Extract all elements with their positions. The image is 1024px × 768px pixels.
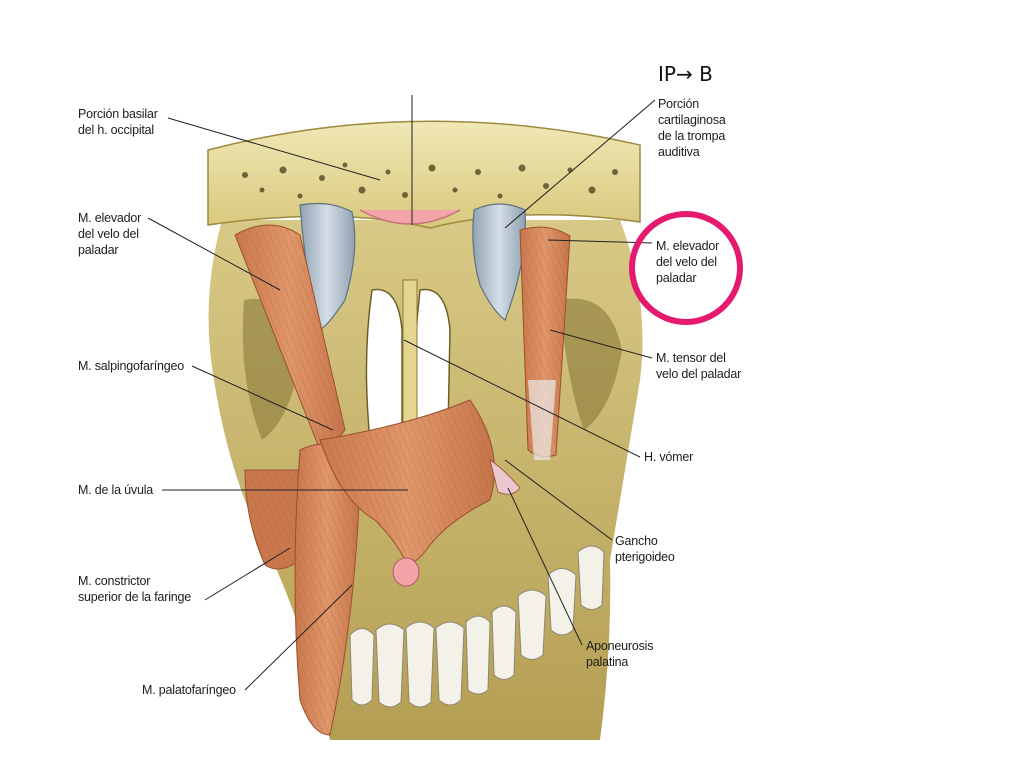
label-constrictor: M. constrictor superior de la faringe xyxy=(78,574,192,604)
leader-lines xyxy=(147,95,656,691)
highlight-circle xyxy=(629,211,743,325)
label-palatofaringeo: M. palatofaríngeo xyxy=(142,683,236,697)
label-elevador-velo-left: M. elevador del velo del paladar xyxy=(78,211,142,257)
label-gancho: Gancho pterigoideo xyxy=(615,534,675,564)
label-aponeurosis: Aponeurosis palatina xyxy=(586,639,654,669)
slide-heading: IP→ B xyxy=(658,62,713,86)
label-tensor: M. tensor del velo del paladar xyxy=(656,351,742,381)
label-porcion-cartilaginosa: Porción cartilaginosa de la trompa audit… xyxy=(658,97,726,159)
label-salpingofaringeo: M. salpingofaríngeo xyxy=(78,359,184,373)
label-elevador-velo-right: M. elevador del velo del paladar xyxy=(656,239,720,285)
label-porcion-basilar: Porción basilar del h. occipital xyxy=(78,107,158,137)
teeth xyxy=(349,545,605,708)
label-uvula: M. de la úvula xyxy=(78,483,154,497)
label-vomer: H. vómer xyxy=(644,450,694,464)
choanae xyxy=(365,279,451,456)
soft-palate xyxy=(319,399,495,587)
occipital-bone xyxy=(207,120,641,229)
muscles-right xyxy=(489,226,571,495)
